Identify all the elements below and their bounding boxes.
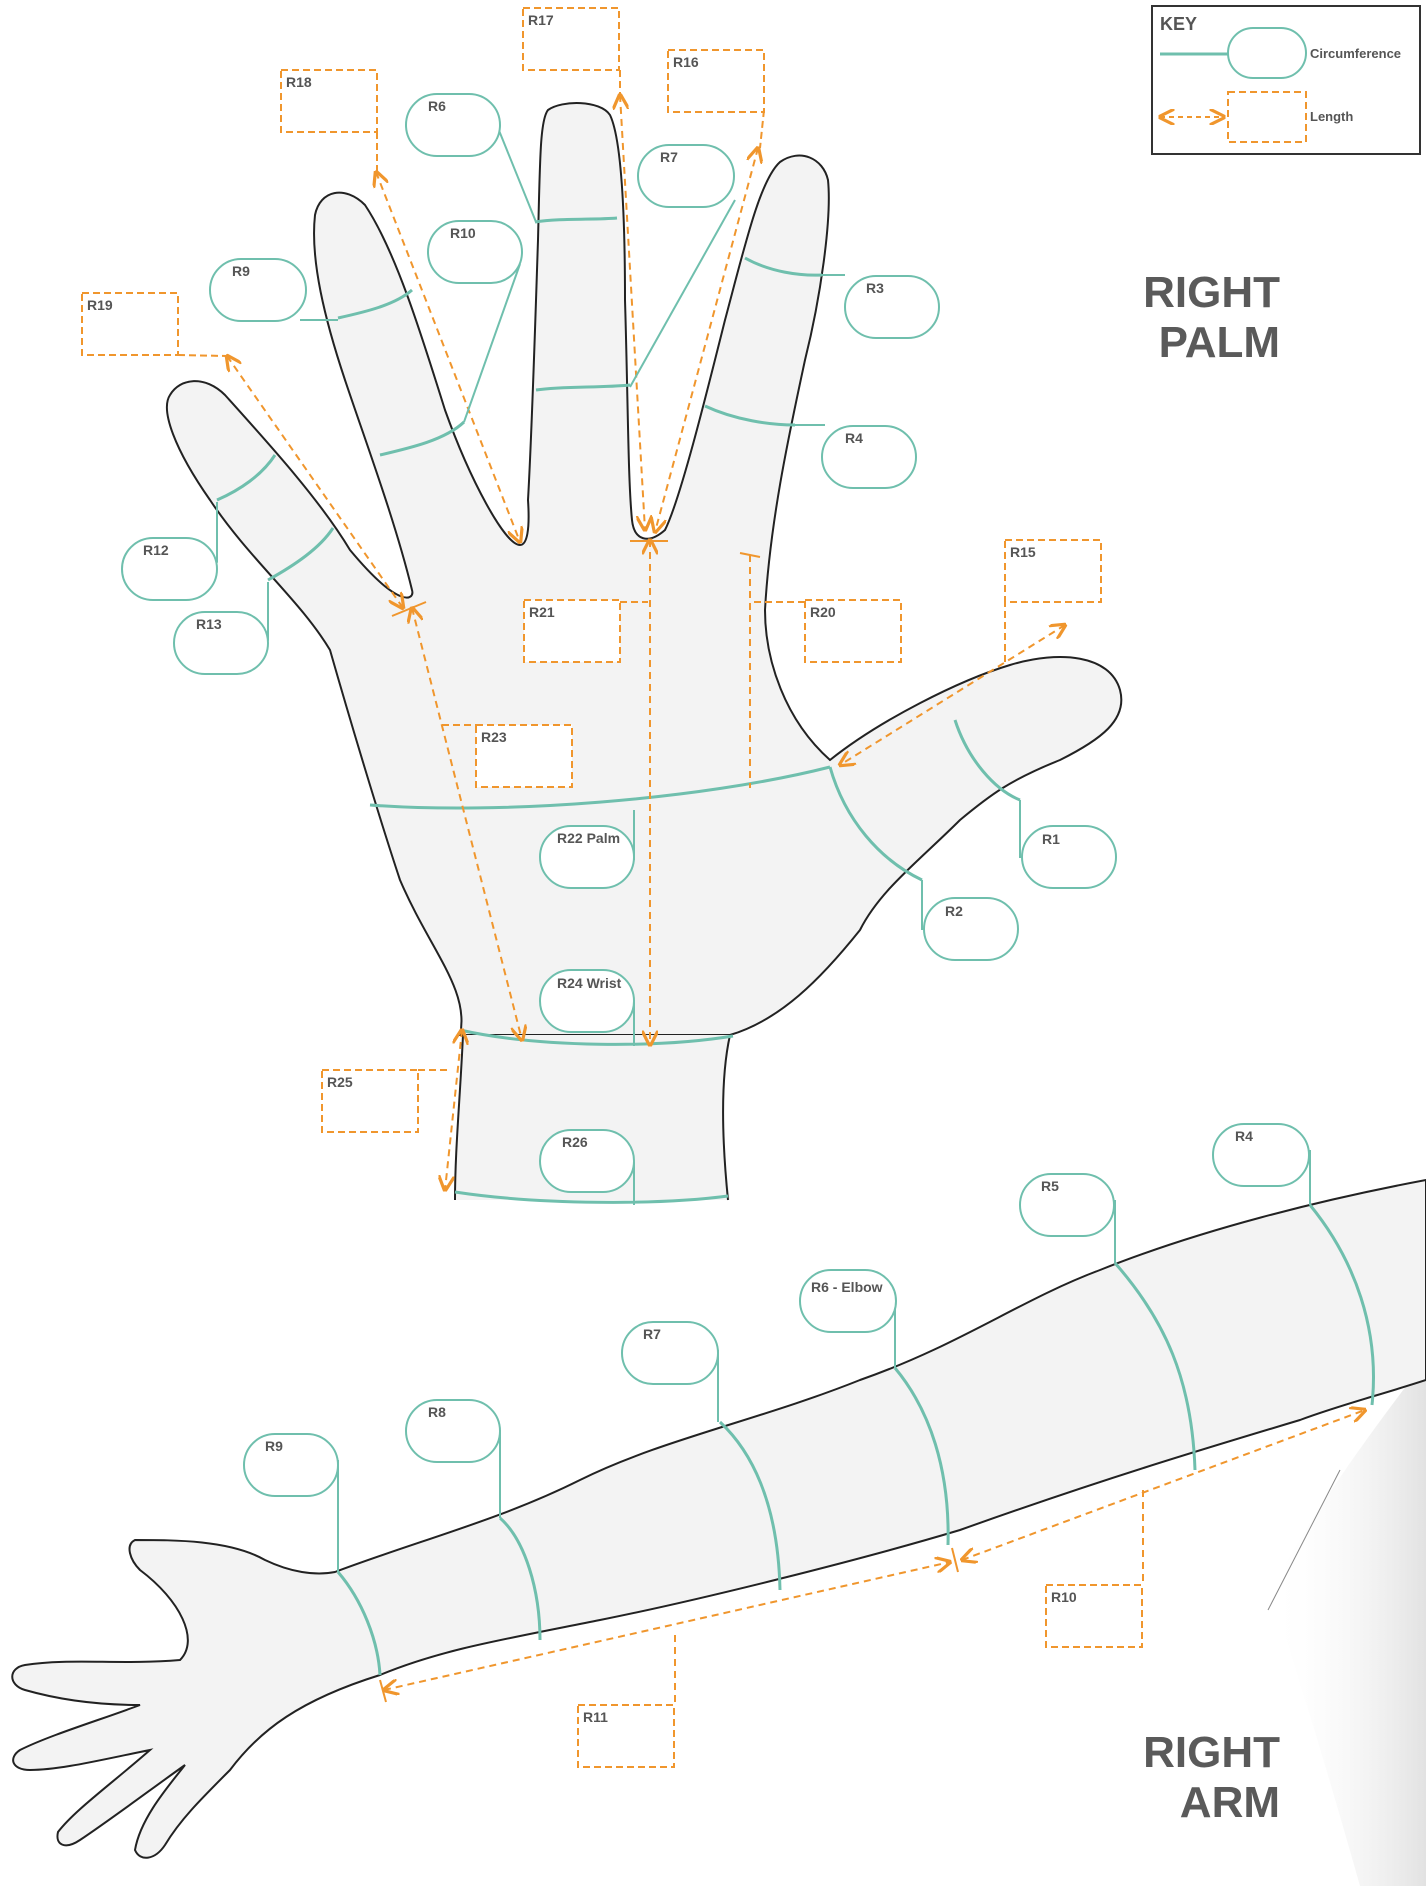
label-r18: R18 (286, 74, 312, 90)
label-r1: R1 (1042, 831, 1060, 847)
label-r19: R19 (87, 297, 113, 313)
label-r2: R2 (945, 903, 963, 919)
arm-label-r11: R11 (583, 1709, 608, 1725)
label-r6: R6 (428, 98, 446, 114)
right-palm-title-line1: RIGHT (1140, 268, 1280, 318)
key-box: KEY Circumference Length (1152, 6, 1420, 154)
label-r17: R17 (528, 12, 554, 28)
right-palm-title-line2: PALM (1140, 318, 1280, 368)
label-r9: R9 (232, 263, 250, 279)
label-r15: R15 (1010, 544, 1036, 560)
arm-label-r10: R10 (1051, 1589, 1077, 1605)
arm-label-r4: R4 (1235, 1128, 1253, 1144)
arm-shading (1268, 1360, 1426, 1886)
label-r12: R12 (143, 542, 169, 558)
arm-label-r9: R9 (265, 1438, 283, 1454)
label-r16: R16 (673, 54, 699, 70)
right-palm-title: RIGHT PALM (1140, 268, 1280, 368)
arm-label-r8: R8 (428, 1404, 446, 1420)
label-r22: R22 Palm (557, 830, 620, 846)
key-length-label: Length (1310, 109, 1353, 124)
key-title: KEY (1160, 14, 1197, 34)
arm-label-r7: R7 (643, 1326, 661, 1342)
label-r7: R7 (660, 149, 678, 165)
right-arm-title: RIGHT ARM (1140, 1728, 1280, 1828)
arm-length-boxes (578, 1585, 1142, 1767)
label-r23: R23 (481, 729, 507, 745)
key-circumference-label: Circumference (1310, 46, 1401, 61)
label-r25: R25 (327, 1074, 353, 1090)
label-r4: R4 (845, 430, 863, 446)
right-arm-title-line2: ARM (1140, 1778, 1280, 1828)
label-r20: R20 (810, 604, 836, 620)
label-r26: R26 (562, 1134, 588, 1150)
label-r24: R24 Wrist (557, 975, 622, 991)
right-arm-title-line1: RIGHT (1140, 1728, 1280, 1778)
arm-label-r5: R5 (1041, 1178, 1059, 1194)
label-r21: R21 (529, 604, 555, 620)
label-r3: R3 (866, 280, 884, 296)
label-r10: R10 (450, 225, 476, 241)
hand-outline (167, 103, 1121, 1200)
arm-label-r6-elbow: R6 - Elbow (811, 1279, 883, 1295)
label-r13: R13 (196, 616, 222, 632)
